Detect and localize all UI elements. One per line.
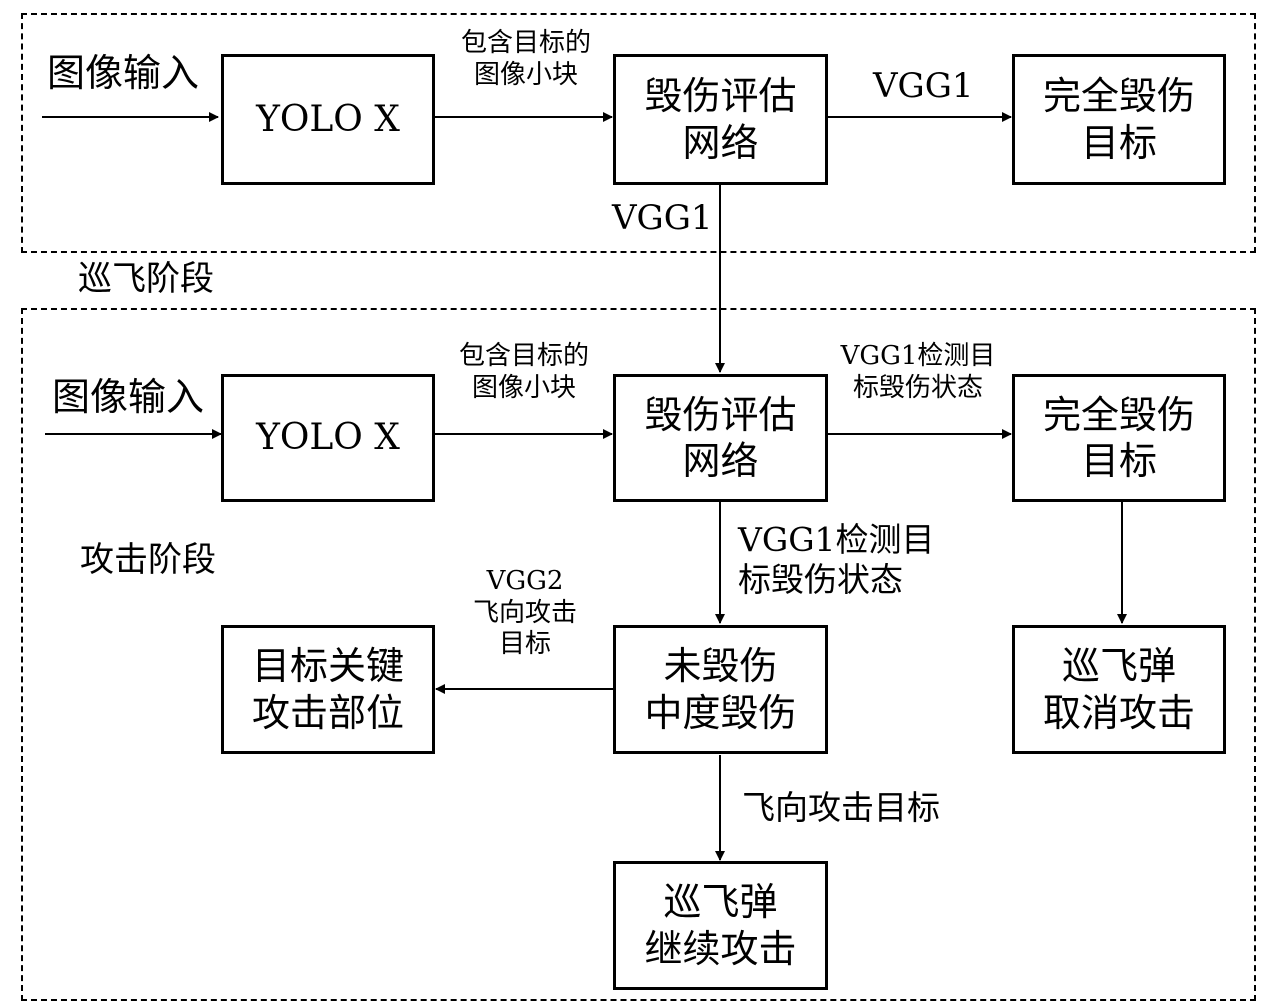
bottom-detect-down-label: VGG1检测目 标毁伤状态 (738, 520, 935, 600)
bottom-destroyed-box: 完全毁伤 目标 (1012, 374, 1226, 502)
top-vgg1-down-label: VGG1 (612, 198, 713, 238)
top-image-input-label: 图像输入 (47, 51, 200, 95)
bottom-image-input-label: 图像输入 (52, 375, 205, 419)
bottom-yolo-text: YOLO X (256, 417, 400, 459)
top-patch-label: 包含目标的 图像小块 (460, 28, 591, 90)
fly-to-target-label: 飞向攻击目标 (742, 788, 940, 827)
top-destroyed-text: 完全毁伤 目标 (1042, 74, 1195, 165)
cancel-attack-box: 巡飞弹 取消攻击 (1012, 625, 1226, 754)
partial-damage-box: 未毁伤 中度毁伤 (613, 625, 828, 754)
bottom-assess-net-text: 毁伤评估 网络 (644, 392, 797, 483)
attack-stage-label: 攻击阶段 (80, 540, 216, 580)
bottom-assess-net-box: 毁伤评估 网络 (613, 374, 828, 502)
top-destroyed-box: 完全毁伤 目标 (1012, 54, 1226, 185)
top-vgg1-right-label: VGG1 (873, 66, 974, 106)
key-part-box: 目标关键 攻击部位 (221, 625, 435, 754)
key-part-text: 目标关键 攻击部位 (251, 644, 404, 735)
continue-attack-text: 巡飞弹 继续攻击 (644, 880, 797, 971)
cruise-stage-label: 巡飞阶段 (78, 259, 214, 299)
bottom-yolo-box: YOLO X (221, 374, 435, 502)
bottom-patch-label: 包含目标的 图像小块 (458, 341, 589, 403)
top-yolo-text: YOLO X (256, 98, 400, 140)
cruise-stage-region (21, 13, 1256, 253)
bottom-detect-right-label: VGG1检测目 标毁伤状态 (840, 341, 996, 403)
cancel-attack-text: 巡飞弹 取消攻击 (1042, 644, 1195, 735)
partial-damage-text: 未毁伤 中度毁伤 (644, 644, 797, 735)
top-assess-net-box: 毁伤评估 网络 (613, 54, 828, 185)
bottom-destroyed-text: 完全毁伤 目标 (1042, 392, 1195, 483)
vgg2-label: VGG2 飞向攻击 目标 (472, 566, 577, 660)
attack-stage-region (21, 308, 1256, 1001)
top-yolo-box: YOLO X (221, 54, 435, 185)
continue-attack-box: 巡飞弹 继续攻击 (613, 861, 828, 990)
top-assess-net-text: 毁伤评估 网络 (644, 74, 797, 165)
